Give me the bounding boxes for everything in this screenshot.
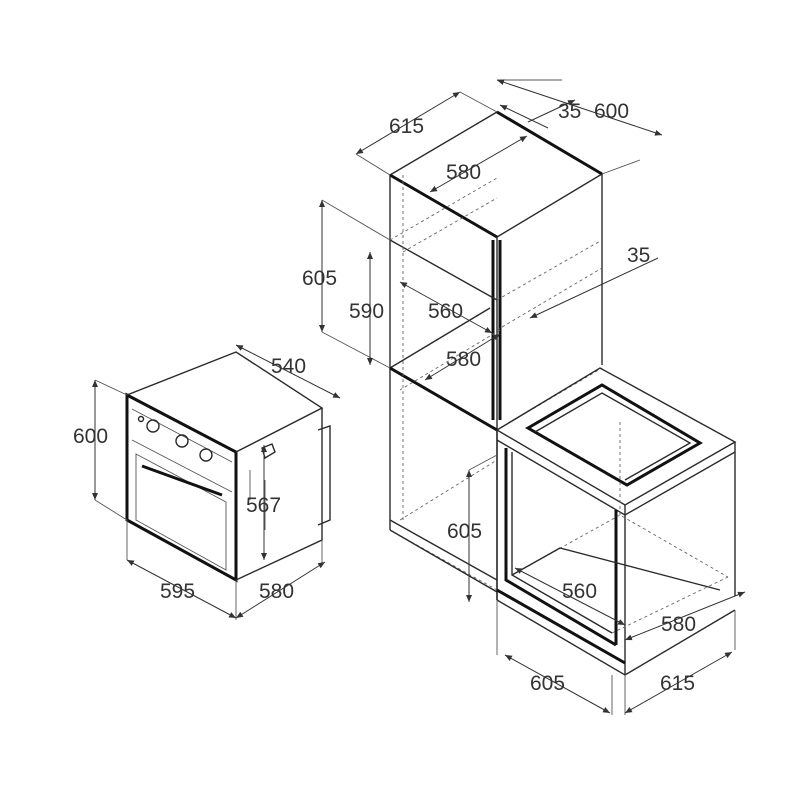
tall-inner-width-label: 580	[446, 348, 481, 371]
oven-top-depth-dimension	[235, 344, 341, 399]
base-height-dimension	[466, 454, 498, 602]
tall-cabinet-drawing: 615 580 35 600 35 605	[302, 79, 663, 600]
tall-top-width-dimension	[355, 91, 498, 176]
oven-door-window	[135, 453, 227, 571]
base-height-label: 605	[447, 520, 482, 543]
tall-outer-height-dimension	[319, 199, 391, 369]
base-outer-width-label: 605	[530, 672, 565, 695]
oven-rear-flange	[317, 425, 331, 526]
tall-inner-height-label: 590	[349, 300, 384, 323]
base-inner-width-label: 580	[661, 613, 696, 636]
tall-top-width-label: 615	[389, 115, 424, 138]
tall-inner-depth-dimension	[399, 281, 493, 334]
tall-top-depth-dimension	[496, 79, 663, 175]
oven-height-label: 600	[73, 425, 108, 448]
oven-top-depth-label: 540	[271, 355, 306, 378]
tall-outer-height-label: 605	[302, 267, 337, 290]
tall-side-gap-dimension	[529, 257, 659, 319]
base-outer-depth-label: 615	[660, 672, 695, 695]
tall-side-gap-label: 35	[627, 244, 650, 267]
oven-bottom-depth-label: 580	[259, 580, 294, 603]
base-outer-depth-dimension	[624, 610, 736, 715]
oven-bottom-depth-dimension	[235, 540, 326, 619]
base-cabinet-hidden-lines	[511, 420, 729, 634]
oven-front-width-label: 595	[160, 580, 195, 603]
base-cabinet-top	[495, 367, 737, 506]
tall-top-depth-label: 600	[594, 100, 629, 123]
oven-height-dimension	[92, 379, 128, 521]
base-cabinet-cooktop-opening	[525, 383, 703, 487]
tall-inner-width-dimension	[424, 333, 501, 381]
oven-niche-height-label: 567	[246, 494, 281, 517]
oven-knob-icons	[137, 415, 213, 462]
oven-drawing: 600 540 567 595 580	[73, 344, 341, 620]
oven-front-panel	[125, 392, 238, 583]
tall-inner-depth-label: 560	[428, 300, 463, 323]
oven-door-handle	[141, 464, 223, 497]
tall-gap-label: 35	[558, 100, 581, 123]
tall-top-inner-label: 580	[446, 161, 481, 184]
tall-top-inner-dimension	[429, 135, 528, 193]
base-inner-depth-dimension	[514, 567, 626, 626]
base-inner-depth-label: 560	[562, 580, 597, 603]
base-inner-width-dimension	[624, 591, 746, 641]
base-cabinet-drawing: 605 560 580 605 615	[447, 367, 746, 715]
base-outer-width-dimension	[496, 600, 613, 715]
